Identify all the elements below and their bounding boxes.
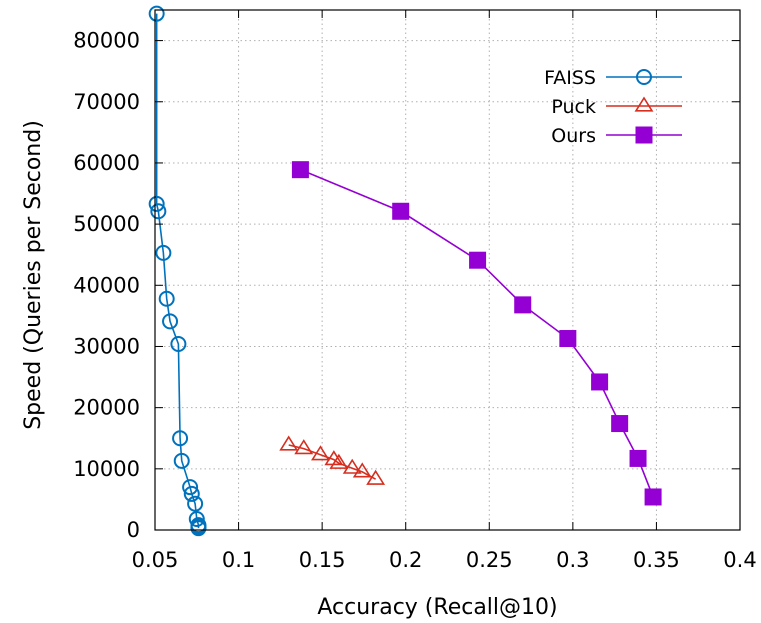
series-faiss-point [190,520,207,537]
y-tick-label: 60000 [73,151,140,175]
x-tick-label: 0.25 [466,548,513,572]
y-tick-label: 0 [127,518,140,542]
series-puck-point [329,453,349,469]
series-puck-point [352,462,372,478]
x-tick-label: 0.15 [299,548,346,572]
series-faiss-point [187,495,204,512]
x-tick-label: 0.05 [132,548,179,572]
series-ours-point [629,449,647,467]
series-faiss-point [170,336,187,353]
y-tick-label: 30000 [73,334,140,358]
plot-frame [154,9,741,531]
x-tick-label: 0.2 [389,548,422,572]
series-faiss [148,5,207,537]
legend-marker-puck [634,96,654,112]
series-faiss-point [183,485,200,502]
series-ours-point [559,330,577,348]
series-faiss-point [172,430,189,447]
series-puck-point [366,469,386,485]
legend-label-ours: Ours [551,125,596,147]
series-puck-point [342,458,362,474]
y-tick-label: 40000 [73,273,140,297]
y-tick-label: 80000 [73,29,140,53]
x-axis-title: Accuracy (Recall@10) [317,595,557,620]
x-tick-label: 0.1 [222,548,255,572]
series-ours-point [392,202,410,220]
series-faiss-point [188,510,205,527]
legend-label-puck: Puck [551,96,596,118]
series-ours-point [591,373,609,391]
series-faiss-point [150,203,167,220]
y-tick-label: 10000 [73,457,140,481]
series-faiss-point [148,195,165,212]
series-puck-point [279,435,299,451]
x-tick-label: 0.3 [556,548,589,572]
y-tick-label: 20000 [73,396,140,420]
ticks: 0.05 0.1 0.15 0.2 0.25 0.3 0.35 0.4 0 10000 20000 3… [73,10,757,572]
series-faiss-point [148,5,165,22]
series-ours-point [469,251,487,269]
series-faiss-point [182,479,199,496]
y-axis-title: Speed (Queries per Second) [21,120,46,430]
series-puck [279,435,386,485]
series-faiss-point [173,452,190,469]
series-layer [148,5,662,537]
y-tick-label: 70000 [73,90,140,114]
series-faiss-point [162,313,179,330]
series-ours-point [644,488,662,506]
series-faiss-point [155,244,172,261]
series-faiss-point [158,290,175,307]
x-tick-label: 0.35 [633,548,680,572]
y-tick-label: 50000 [73,212,140,236]
legend-marker-ours [635,126,653,144]
series-puck-point [311,445,330,461]
series-ours-point [291,161,309,179]
x-tick-label: 0.4 [723,548,756,572]
series-puck-line [288,444,377,480]
legend-marker-faiss [636,69,652,85]
series-ours [291,161,662,506]
series-ours-point [611,415,629,433]
series-ours-point [514,296,532,314]
grid [155,10,740,530]
legend-label-faiss: FAISS [544,67,596,89]
series-puck-point [294,439,314,455]
